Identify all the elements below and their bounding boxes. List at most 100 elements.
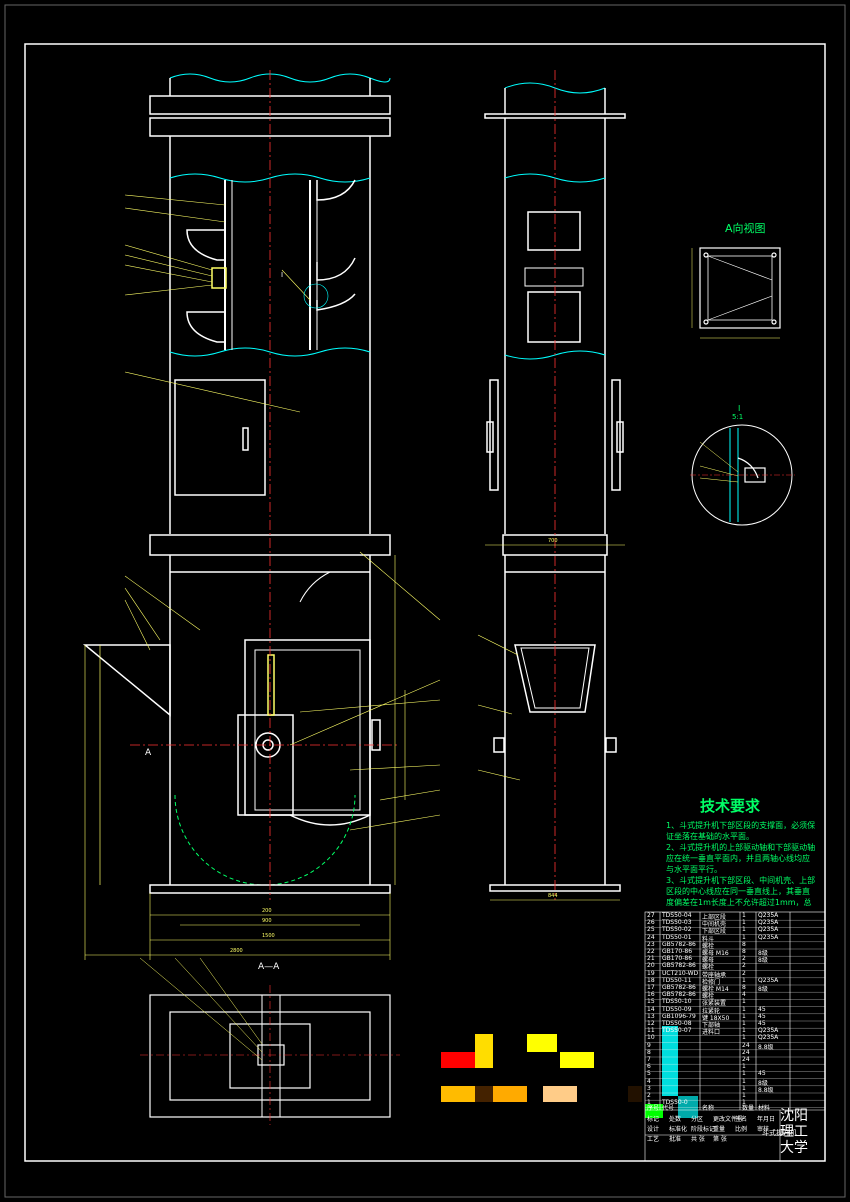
- side-dimensions: [477, 544, 625, 901]
- parts-cell-code: TDS50-0: [662, 1099, 688, 1107]
- detail-i-scale: 5:1: [732, 413, 744, 421]
- title-block-label: 标记: [647, 1116, 660, 1123]
- section-marks-front: A I: [145, 271, 283, 758]
- parts-cell-mat: 45: [758, 1070, 766, 1078]
- parts-cell-code: TDS50-11: [662, 976, 692, 984]
- title-block-label: 共 张: [691, 1136, 705, 1143]
- school-name: 沈阳理工大学: [780, 1108, 808, 1156]
- parts-cell-name: 张紧装置: [702, 1000, 727, 1008]
- parts-cell-no: 4: [647, 1077, 651, 1085]
- dim-1500: 1500: [262, 933, 275, 939]
- dim-2800: 2800: [230, 948, 243, 954]
- parts-cell-no: 26: [647, 919, 655, 927]
- title-block-label: 处数: [669, 1116, 682, 1123]
- parts-cell-name: 螺母: [702, 957, 715, 965]
- parts-cell-name: 带座轴承: [702, 971, 727, 979]
- parts-cell-name: 下部区段: [702, 928, 727, 936]
- parts-cell-code: GB5782-86: [662, 940, 696, 948]
- parts-header-name: 名称: [702, 1105, 715, 1112]
- a-view-label: A向视图: [725, 222, 766, 235]
- parts-table-grid: [644, 911, 826, 1162]
- parts-cell-name: 螺栓: [702, 964, 715, 972]
- parts-cell-name: 螺母 M16: [702, 950, 729, 957]
- parts-table-rows: [645, 920, 825, 1108]
- parts-cell-no: 1: [647, 1099, 651, 1107]
- parts-cell-mat: 8级: [758, 950, 768, 957]
- parts-cell-code: GB5782-86: [662, 984, 696, 991]
- parts-cell-no: 6: [647, 1063, 651, 1071]
- parts-cell-qty: 1: [742, 926, 746, 934]
- parts-cell-code: TDS50-08: [662, 1020, 692, 1027]
- parts-cell-name: 上部区段: [702, 914, 727, 921]
- dim-844: 844: [548, 893, 558, 899]
- parts-cell-no: 7: [647, 1056, 651, 1063]
- parts-cell-mat: Q235A: [758, 912, 779, 919]
- parts-cell-name: 键 18X50: [702, 1014, 730, 1022]
- parts-cell-name: 中间机壳: [702, 921, 727, 929]
- parts-cell-qty: 1: [742, 919, 746, 927]
- parts-cell-no: 9: [647, 1041, 651, 1049]
- parts-cell-mat: Q235A: [758, 976, 779, 984]
- parts-cell-code: TDS50-01: [662, 933, 692, 941]
- title-block-label: 更改文件号: [713, 1116, 744, 1123]
- parts-cell-mat: 8.8级: [758, 1086, 774, 1094]
- parts-cell-mat: 45: [758, 1012, 766, 1020]
- parts-cell-no: 24: [647, 933, 655, 941]
- parts-cell-qty: 1: [742, 1005, 746, 1013]
- parts-cell-no: 23: [647, 940, 655, 948]
- parts-header-qty: 数量: [742, 1105, 755, 1112]
- parts-cell-no: 8: [647, 1048, 651, 1056]
- parts-header-code: 代号: [662, 1105, 675, 1112]
- title-block-label: 工艺: [647, 1136, 660, 1143]
- parts-cell-no: 13: [647, 1012, 655, 1020]
- parts-cell-code: GB170-86: [662, 948, 693, 955]
- parts-cell-name: 检修门: [702, 978, 721, 986]
- side-view: [484, 82, 626, 892]
- parts-cell-mat: 8.8级: [758, 1043, 774, 1051]
- parts-cell-mat: 8级: [758, 1079, 768, 1087]
- title-block-label: 分区: [691, 1116, 704, 1123]
- parts-cell-qty: 2: [742, 955, 746, 963]
- parts-cell-name: 料斗: [702, 935, 715, 943]
- parts-cell-qty: 8: [742, 940, 746, 948]
- tech-requirement-2: 2、斗式提升机的上部驱动轴和下部驱动轴应在统一垂直平面内，并且两轴心线均应与水平…: [666, 843, 816, 874]
- parts-cell-qty: 1: [742, 1077, 746, 1085]
- parts-header-no: 序号: [647, 1105, 660, 1112]
- parts-cell-no: 11: [647, 1027, 655, 1035]
- parts-cell-mat: 8级: [758, 957, 768, 965]
- detail-i-label: I: [738, 404, 741, 413]
- parts-cell-code: TDS50-03: [662, 919, 692, 927]
- parts-cell-code: GB5782-86: [662, 962, 696, 970]
- parts-cell-qty: 24: [742, 1041, 750, 1049]
- parts-cell-mat: 8级: [758, 986, 768, 993]
- parts-cell-no: 3: [647, 1084, 651, 1092]
- parts-cell-code: UCT210-WD: [662, 969, 699, 977]
- section-aa-label: A—A: [258, 962, 280, 972]
- parts-cell-qty: 8: [742, 948, 746, 955]
- drawing-name: 斗式提升机: [762, 1129, 797, 1137]
- parts-cell-qty: 2: [742, 962, 746, 970]
- parts-cell-code: TDS50-04: [662, 912, 692, 919]
- parts-cell-qty: 1: [742, 1099, 746, 1107]
- parts-header-mat: 材料: [758, 1105, 771, 1112]
- title-block-label: 批准: [669, 1136, 682, 1143]
- parts-cell-name: 拉紧轮: [702, 1007, 721, 1015]
- title-block-label: 比例: [735, 1126, 748, 1133]
- parts-cell-qty: 2: [742, 969, 746, 977]
- parts-cell-no: 2: [647, 1092, 651, 1099]
- parts-cell-code: GB1096-79: [662, 1012, 696, 1020]
- parts-cell-qty: 1: [742, 933, 746, 941]
- parts-cell-no: 21: [647, 955, 655, 963]
- parts-cell-no: 10: [647, 1034, 655, 1042]
- parts-cell-no: 5: [647, 1070, 651, 1078]
- parts-cell-qty: 1: [742, 912, 746, 919]
- parts-cell-qty: 1: [742, 998, 746, 1006]
- title-block-label: 设计: [647, 1126, 660, 1133]
- front-dimensions: [84, 194, 441, 960]
- parts-cell-no: 15: [647, 998, 655, 1006]
- parts-cell-mat: Q235A: [758, 926, 779, 934]
- parts-cell-qty: 1: [742, 1070, 746, 1078]
- parts-cell-qty: 1: [742, 1027, 746, 1035]
- parts-cell-no: 20: [647, 962, 655, 970]
